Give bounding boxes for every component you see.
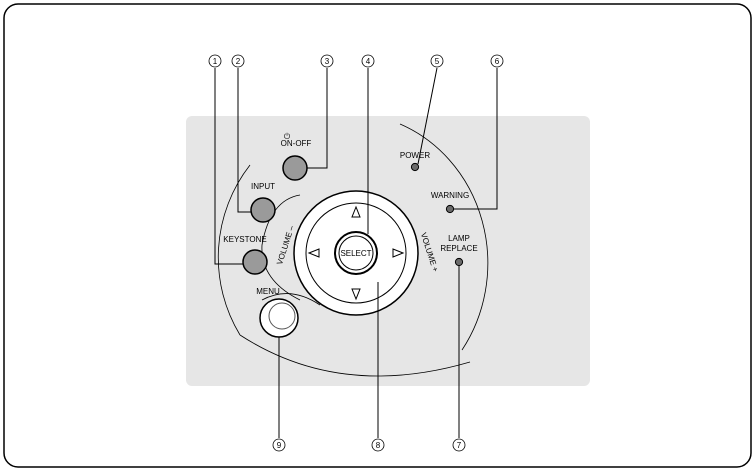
up-arrow-button[interactable]	[351, 205, 361, 218]
leader-lines	[214, 67, 498, 438]
warning-label: WARNING	[431, 191, 469, 200]
menu-bump	[261, 293, 321, 306]
warning-indicator	[445, 204, 455, 214]
bottom-arc	[239, 334, 471, 377]
lamp-replace-indicator	[454, 257, 464, 267]
select-label: SELECT	[340, 249, 371, 258]
input-button[interactable]	[250, 197, 276, 223]
callout-7: 7	[452, 438, 466, 452]
down-arrow-button[interactable]	[351, 288, 361, 301]
callout-number: 5	[435, 57, 440, 66]
power-label: POWER	[400, 151, 430, 160]
right-arrow-button[interactable]	[392, 248, 405, 258]
replace-label: REPLACE	[440, 244, 477, 253]
outer-arc	[399, 123, 489, 351]
keystone-label: KEYSTONE	[223, 235, 266, 244]
leader-line-2	[237, 68, 251, 213]
callout-number: 4	[366, 57, 371, 66]
leader-line-1	[214, 68, 243, 265]
callout-2: 2	[231, 54, 245, 68]
power-symbol: ⏻	[284, 132, 291, 141]
leader-line-3	[307, 68, 328, 169]
callout-5: 5	[430, 54, 444, 68]
callout-number: 7	[457, 441, 462, 450]
callout-1: 1	[208, 54, 222, 68]
callout-number: 8	[376, 441, 381, 450]
keypad-bump	[261, 194, 301, 301]
lamp-label: LAMP	[448, 234, 470, 243]
menu-button-inner	[268, 302, 296, 330]
callout-8: 8	[371, 438, 385, 452]
left-arrow-button[interactable]	[307, 248, 320, 258]
on-off-button[interactable]	[282, 155, 308, 181]
callout-number: 3	[325, 57, 330, 66]
callout-number: 2	[236, 57, 241, 66]
callout-4: 4	[361, 54, 375, 68]
input-label: INPUT	[251, 182, 275, 191]
keystone-button[interactable]	[242, 249, 268, 275]
leader-line-6	[454, 68, 498, 210]
left-arc	[217, 164, 251, 336]
callout-number: 6	[495, 57, 500, 66]
callout-3: 3	[320, 54, 334, 68]
leader-line-5	[417, 67, 438, 165]
callout-number: 1	[213, 57, 218, 66]
power-indicator	[410, 162, 420, 172]
callout-6: 6	[490, 54, 504, 68]
menu-label: MENU	[256, 287, 280, 296]
select-button-inner	[338, 235, 374, 271]
callout-9: 9	[272, 438, 286, 452]
on-off-label: ON-OFF	[281, 139, 312, 148]
callout-number: 9	[277, 441, 282, 450]
